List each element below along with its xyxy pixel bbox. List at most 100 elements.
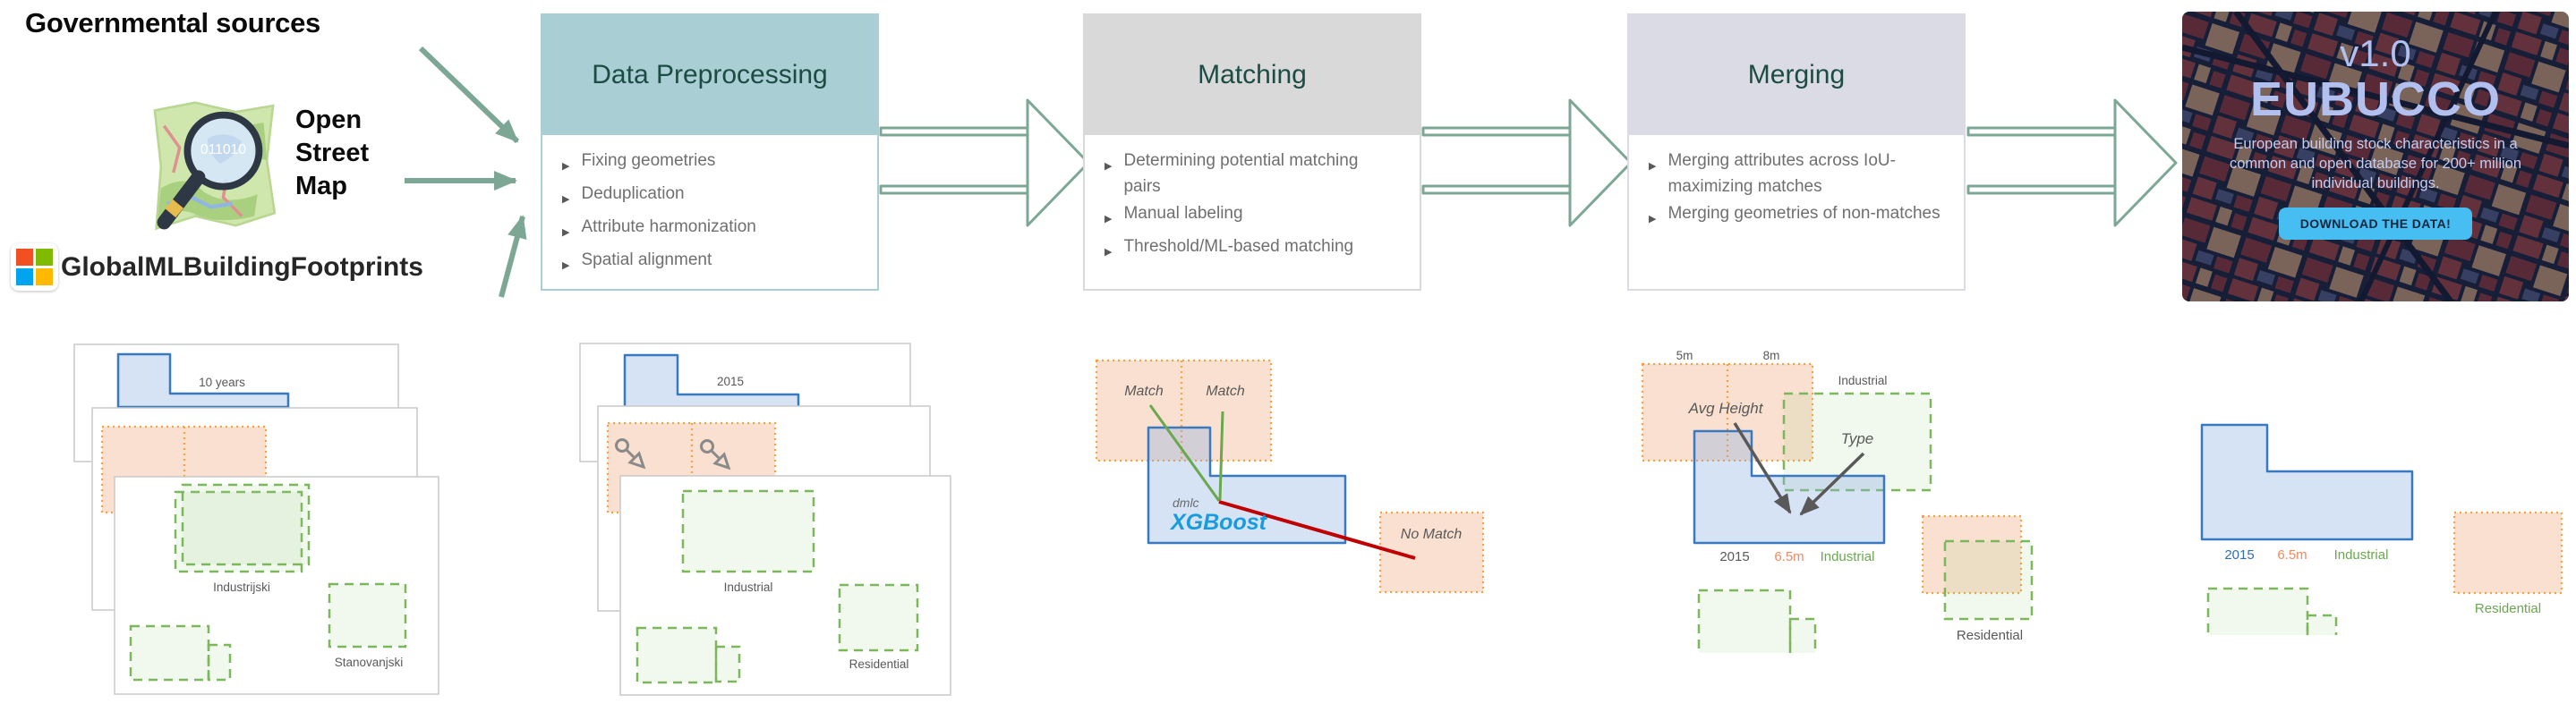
building-footprint-blue	[2200, 423, 2414, 541]
stage-item: ▶ Merging geometries of non-matches	[1647, 200, 1942, 233]
avg-height-label: Avg Height	[1688, 400, 1764, 417]
building-footprint-blue	[116, 352, 290, 409]
eubucco-card-content: v1.0 EUBUCCO European building stock cha…	[2182, 12, 2569, 301]
snap-tool-icon	[700, 439, 731, 470]
flow-arrow-merge-to-output	[1966, 98, 2178, 227]
bullet-icon: ▶	[562, 161, 570, 172]
stage-title: Data Preprocessing	[592, 60, 828, 89]
microsoft-logo-icon	[11, 243, 58, 291]
residential-label: Residential	[1957, 628, 2023, 643]
green-footprint-annex	[2306, 614, 2338, 635]
duplicate-green-footprint	[174, 490, 303, 573]
height-label-2: 8m	[1763, 349, 1780, 362]
eubucco-description: European building stock characteristics …	[2229, 136, 2522, 191]
arrow-globalml	[499, 215, 527, 298]
diagram-matching: Match Match No Match dmlc XGBoost	[1095, 359, 1485, 594]
osm-binary-text: 011010	[200, 142, 246, 157]
avg-height-arrow	[1733, 422, 1792, 514]
stage-item: ▶ Spatial alignment	[560, 247, 856, 279]
type-label: Type	[1841, 430, 1874, 447]
stage-box-merging: Merging ▶ Merging attributes across IoU-m…	[1627, 13, 1966, 291]
governmental-sources-label: Governmental sources	[25, 7, 320, 38]
diagram-raw-layers: 10 years Industrijski Stanovanjski	[73, 343, 439, 695]
bullet-icon: ▶	[562, 260, 570, 271]
green-footprint-industrial	[1782, 392, 1932, 492]
stage-item-text: Deduplication	[581, 184, 685, 203]
green-footprint	[1697, 589, 1792, 653]
merged-year: 2015	[1719, 549, 1749, 564]
age-label: 10 years	[199, 376, 245, 389]
stage-header: Merging	[1629, 15, 1964, 135]
xgboost-dmlc-text: dmlc	[1173, 496, 1199, 510]
stage-item-list: ▶ Merging attributes across IoU-maximizin…	[1629, 135, 1964, 233]
bullet-icon: ▶	[562, 227, 570, 238]
green-footprint	[328, 582, 407, 648]
xgboost-logo-text: XGBoost	[1169, 510, 1268, 535]
stage-item-text: Fixing geometries	[581, 151, 716, 170]
green-footprint	[2206, 587, 2309, 635]
stage-item: ▶Attribute harmonization	[560, 214, 856, 246]
result-year: 2015	[2224, 547, 2254, 563]
green-footprint	[635, 626, 718, 684]
ms-square-green	[36, 249, 53, 266]
eubucco-card: v1.0 EUBUCCO European building stock cha…	[2182, 12, 2569, 301]
green-footprint	[838, 583, 919, 652]
stage-item-text: Manual labeling	[1123, 204, 1243, 223]
diagram-preprocessed-layers: 2015 Industrial Residential	[579, 343, 951, 696]
download-data-button[interactable]: DOWNLOAD THE DATA!	[2278, 208, 2473, 241]
green-footprint	[129, 624, 210, 682]
osm-wordmark: Open Street Map	[295, 104, 369, 203]
candidate-orange-footprint	[1095, 359, 1273, 462]
bullet-icon: ▶	[1105, 161, 1113, 172]
orange-footprint	[2452, 511, 2563, 595]
merged-height: 6.5m	[1774, 549, 1804, 564]
ms-square-yellow	[36, 268, 53, 285]
stage-header: Data Preprocessing	[542, 15, 877, 135]
osm-word-map: Map	[295, 172, 347, 200]
globalml-label: GlobalMLBuildingFootprints	[61, 252, 423, 282]
residential-label: Residential	[2475, 601, 2541, 616]
stage-item-text: Spatial alignment	[581, 250, 712, 269]
stage-item-list: ▶ Fixing geometries ▶ Deduplication ▶Attri…	[542, 135, 877, 279]
merged-type: Industrial	[1821, 549, 1875, 564]
green-footprint-annex	[714, 645, 741, 683]
eubucco-version: v1.0	[2340, 32, 2411, 74]
arrow-governmental	[418, 46, 520, 144]
stage-item-text: Merging attributes across IoU-maximizing…	[1668, 151, 1896, 196]
ms-square-blue	[16, 268, 33, 285]
ms-square-red	[16, 249, 33, 266]
bullet-icon: ▶	[562, 194, 570, 205]
bullet-icon: ▶	[1649, 161, 1657, 172]
residential-label: Residential	[849, 657, 909, 671]
stage-item: ▶ Deduplication	[560, 181, 856, 213]
stage-item: ▶ Merging attributes across IoU-maximizin…	[1647, 148, 1942, 199]
green-footprint-annex	[207, 643, 232, 682]
stage-header: Matching	[1085, 15, 1420, 135]
bullet-icon: ▶	[1649, 214, 1657, 225]
stage-title: Merging	[1747, 60, 1846, 89]
stage-item: ▶Threshold/ML-based matching	[1103, 233, 1398, 266]
bullet-icon: ▶	[1105, 247, 1113, 258]
height-label-1: 5m	[1676, 349, 1693, 362]
stage-item: ▶Determining potential matching pairs	[1103, 148, 1398, 199]
stage-box-data-preprocessing: Data Preprocessing ▶ Fixing geometries ▶ D…	[541, 13, 879, 291]
duplicate-green-footprint	[181, 483, 311, 566]
orange-footprint	[1921, 514, 2023, 595]
city-map-background	[2182, 12, 2569, 301]
no-match-line	[1218, 500, 1416, 560]
openstreetmap-icon: 011010	[153, 101, 277, 231]
osm-word-open: Open	[295, 106, 363, 134]
building-footprint-blue	[1693, 429, 1886, 545]
layer-panel	[114, 476, 439, 695]
diagram-merging: 5m 8m Industrial Avg Height Type 2015 6.…	[1641, 349, 2034, 653]
flow-arrow-match-to-merge	[1421, 98, 1633, 227]
stage-item-text: Merging geometries of non-matches	[1668, 204, 1941, 223]
type-arrow	[1799, 452, 1865, 516]
stage-item: ▶Manual labeling	[1103, 200, 1398, 233]
match-line	[1148, 404, 1221, 502]
stage-item-list: ▶Determining potential matching pairs ▶M…	[1085, 135, 1420, 266]
match-line	[1218, 411, 1224, 501]
eubucco-title: EUBUCCO	[2249, 72, 2501, 126]
snap-tool-icon	[615, 438, 646, 470]
no-match-label: No Match	[1401, 527, 1463, 542]
